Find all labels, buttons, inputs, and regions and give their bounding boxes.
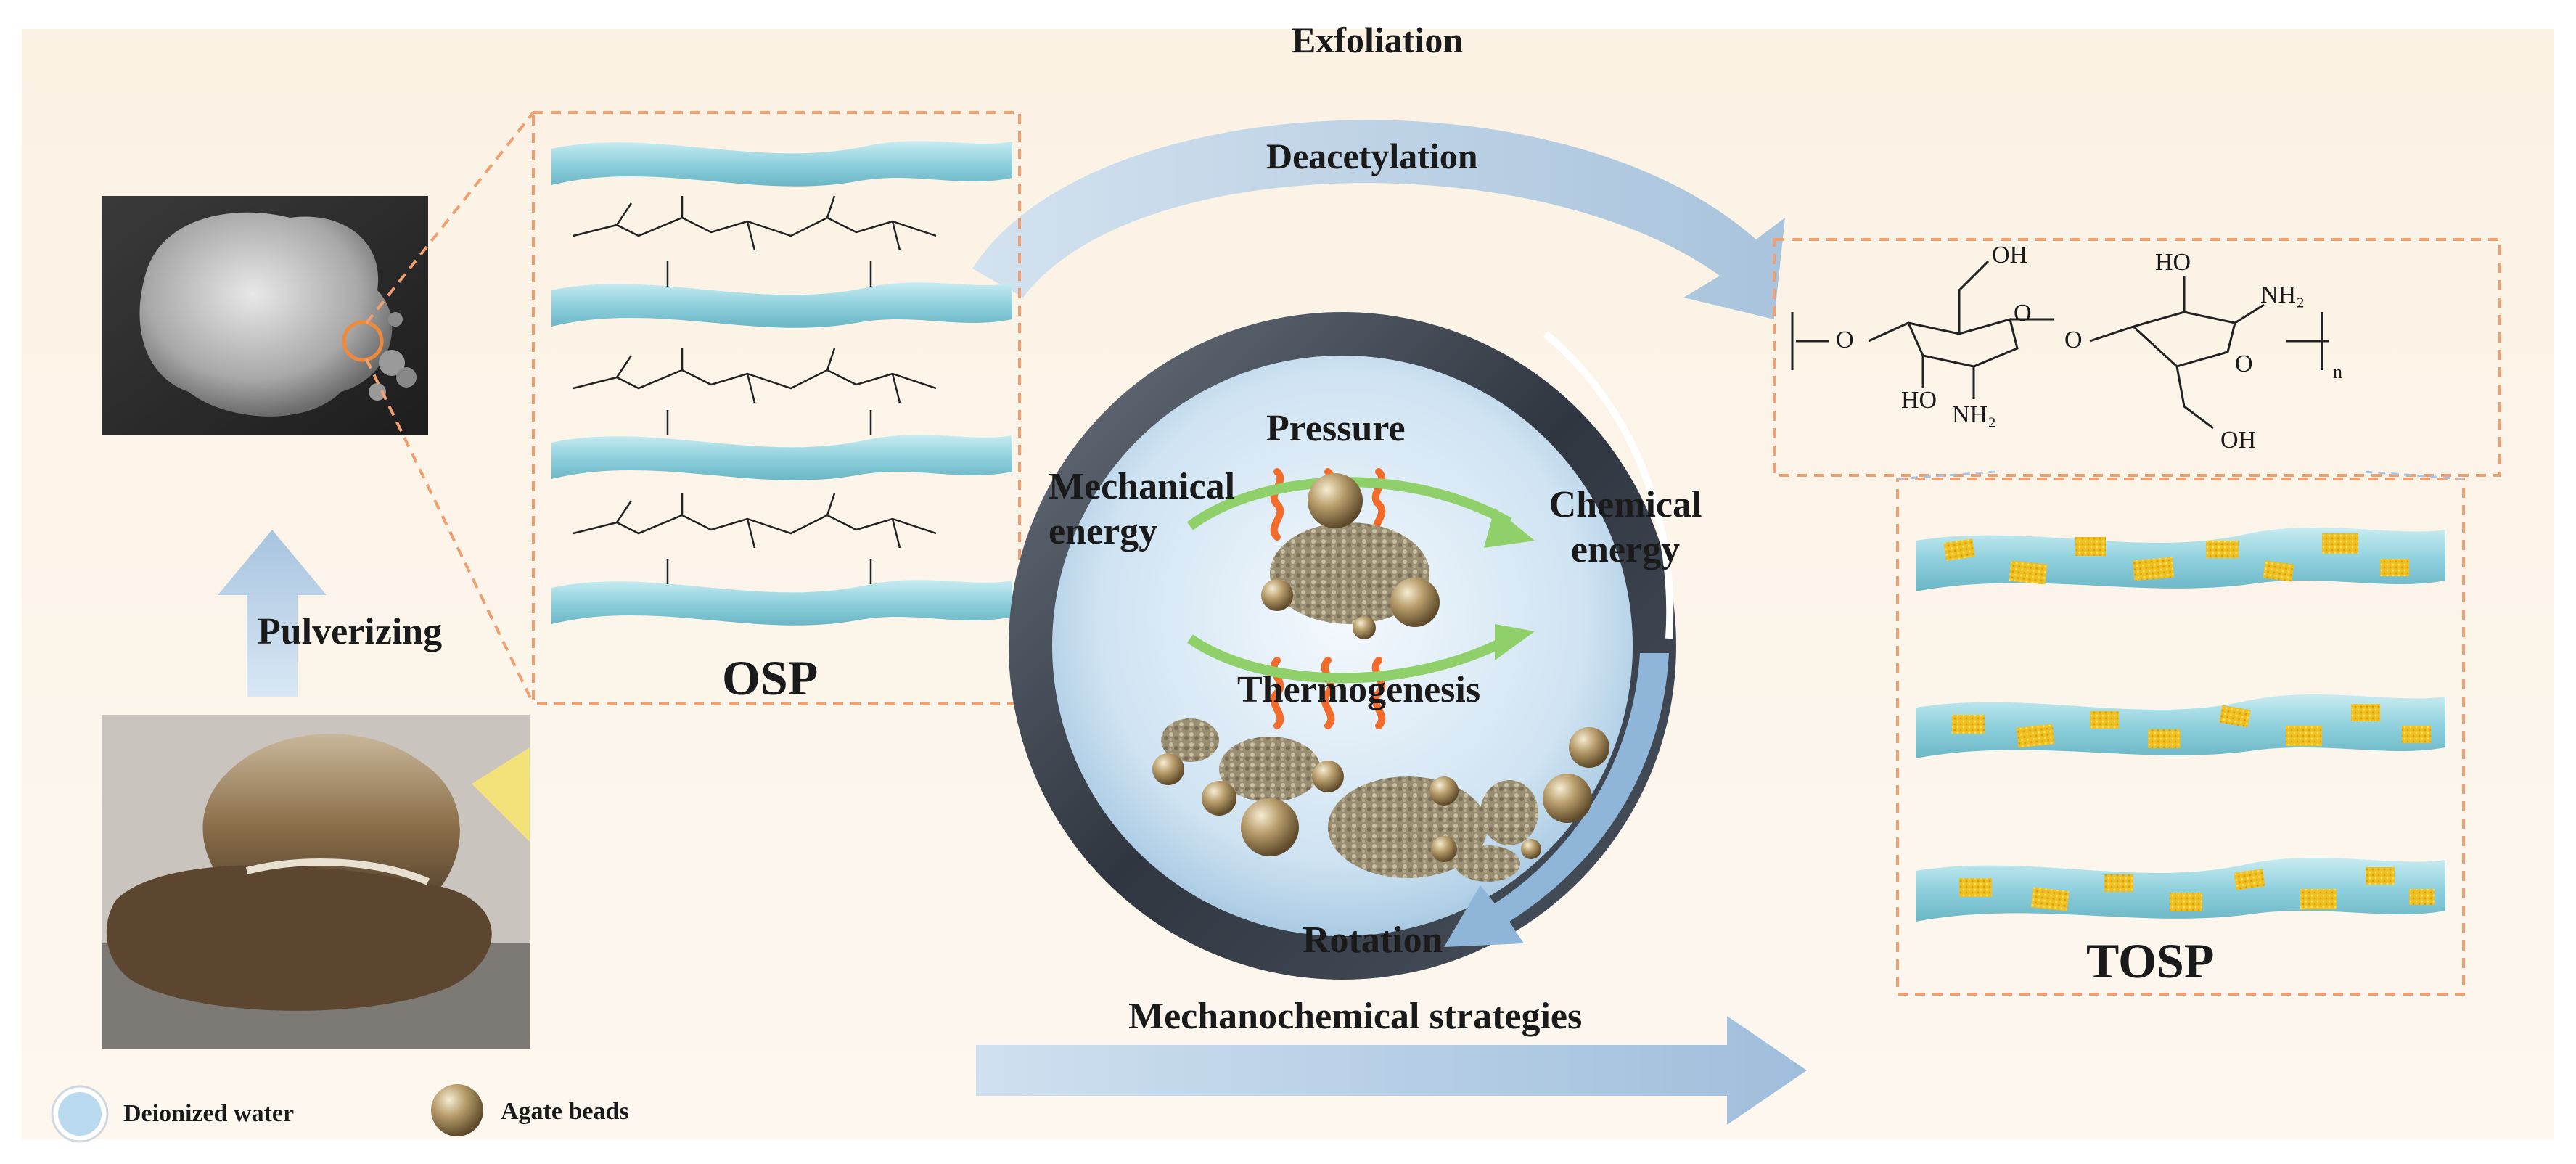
oyster-photo — [102, 715, 530, 1049]
label-chemical-energy: Chemical energy — [1549, 484, 1702, 571]
tosp-sheets — [1916, 527, 2445, 922]
chem-ho-2: HO — [2155, 249, 2191, 276]
label-exfoliation: Exfoliation — [1292, 20, 1464, 60]
chem-nh2-1: NH₂ — [1952, 401, 1996, 428]
label-tosp: TOSP — [2086, 933, 2215, 988]
label-rotation: Rotation — [1303, 919, 1443, 961]
label-mechanochemical: Mechanochemical strategies — [1128, 996, 1583, 1037]
chem-o-2: O — [2014, 300, 2032, 327]
chem-o-4: O — [2235, 351, 2253, 377]
legend-agate-beads: Agate beads — [501, 1098, 629, 1125]
chem-nh2-2: NH₂ — [2260, 282, 2305, 308]
label-pressure: Pressure — [1266, 408, 1406, 449]
ball-mill — [1009, 312, 1676, 980]
chem-ho-1: HO — [1901, 387, 1937, 414]
chem-n: n — [2333, 361, 2342, 382]
label-mechanical-energy: Mechanical energy — [1049, 466, 1236, 553]
legend-graphics — [51, 1084, 483, 1143]
label-thermogenesis: Thermogenesis — [1237, 669, 1481, 710]
sem-image — [102, 196, 428, 435]
chem-oh-1: OH — [1992, 242, 2028, 269]
legend-deionized-water: Deionized water — [123, 1100, 295, 1127]
chem-oh-2: OH — [2220, 427, 2257, 454]
chem-o-1: O — [1836, 327, 1854, 353]
label-pulverizing: Pulverizing — [258, 611, 443, 652]
chem-o-3: O — [2064, 327, 2083, 353]
label-osp: OSP — [722, 650, 819, 705]
osp-sheets — [551, 141, 1012, 626]
label-deacetylation: Deacetylation — [1266, 136, 1478, 176]
